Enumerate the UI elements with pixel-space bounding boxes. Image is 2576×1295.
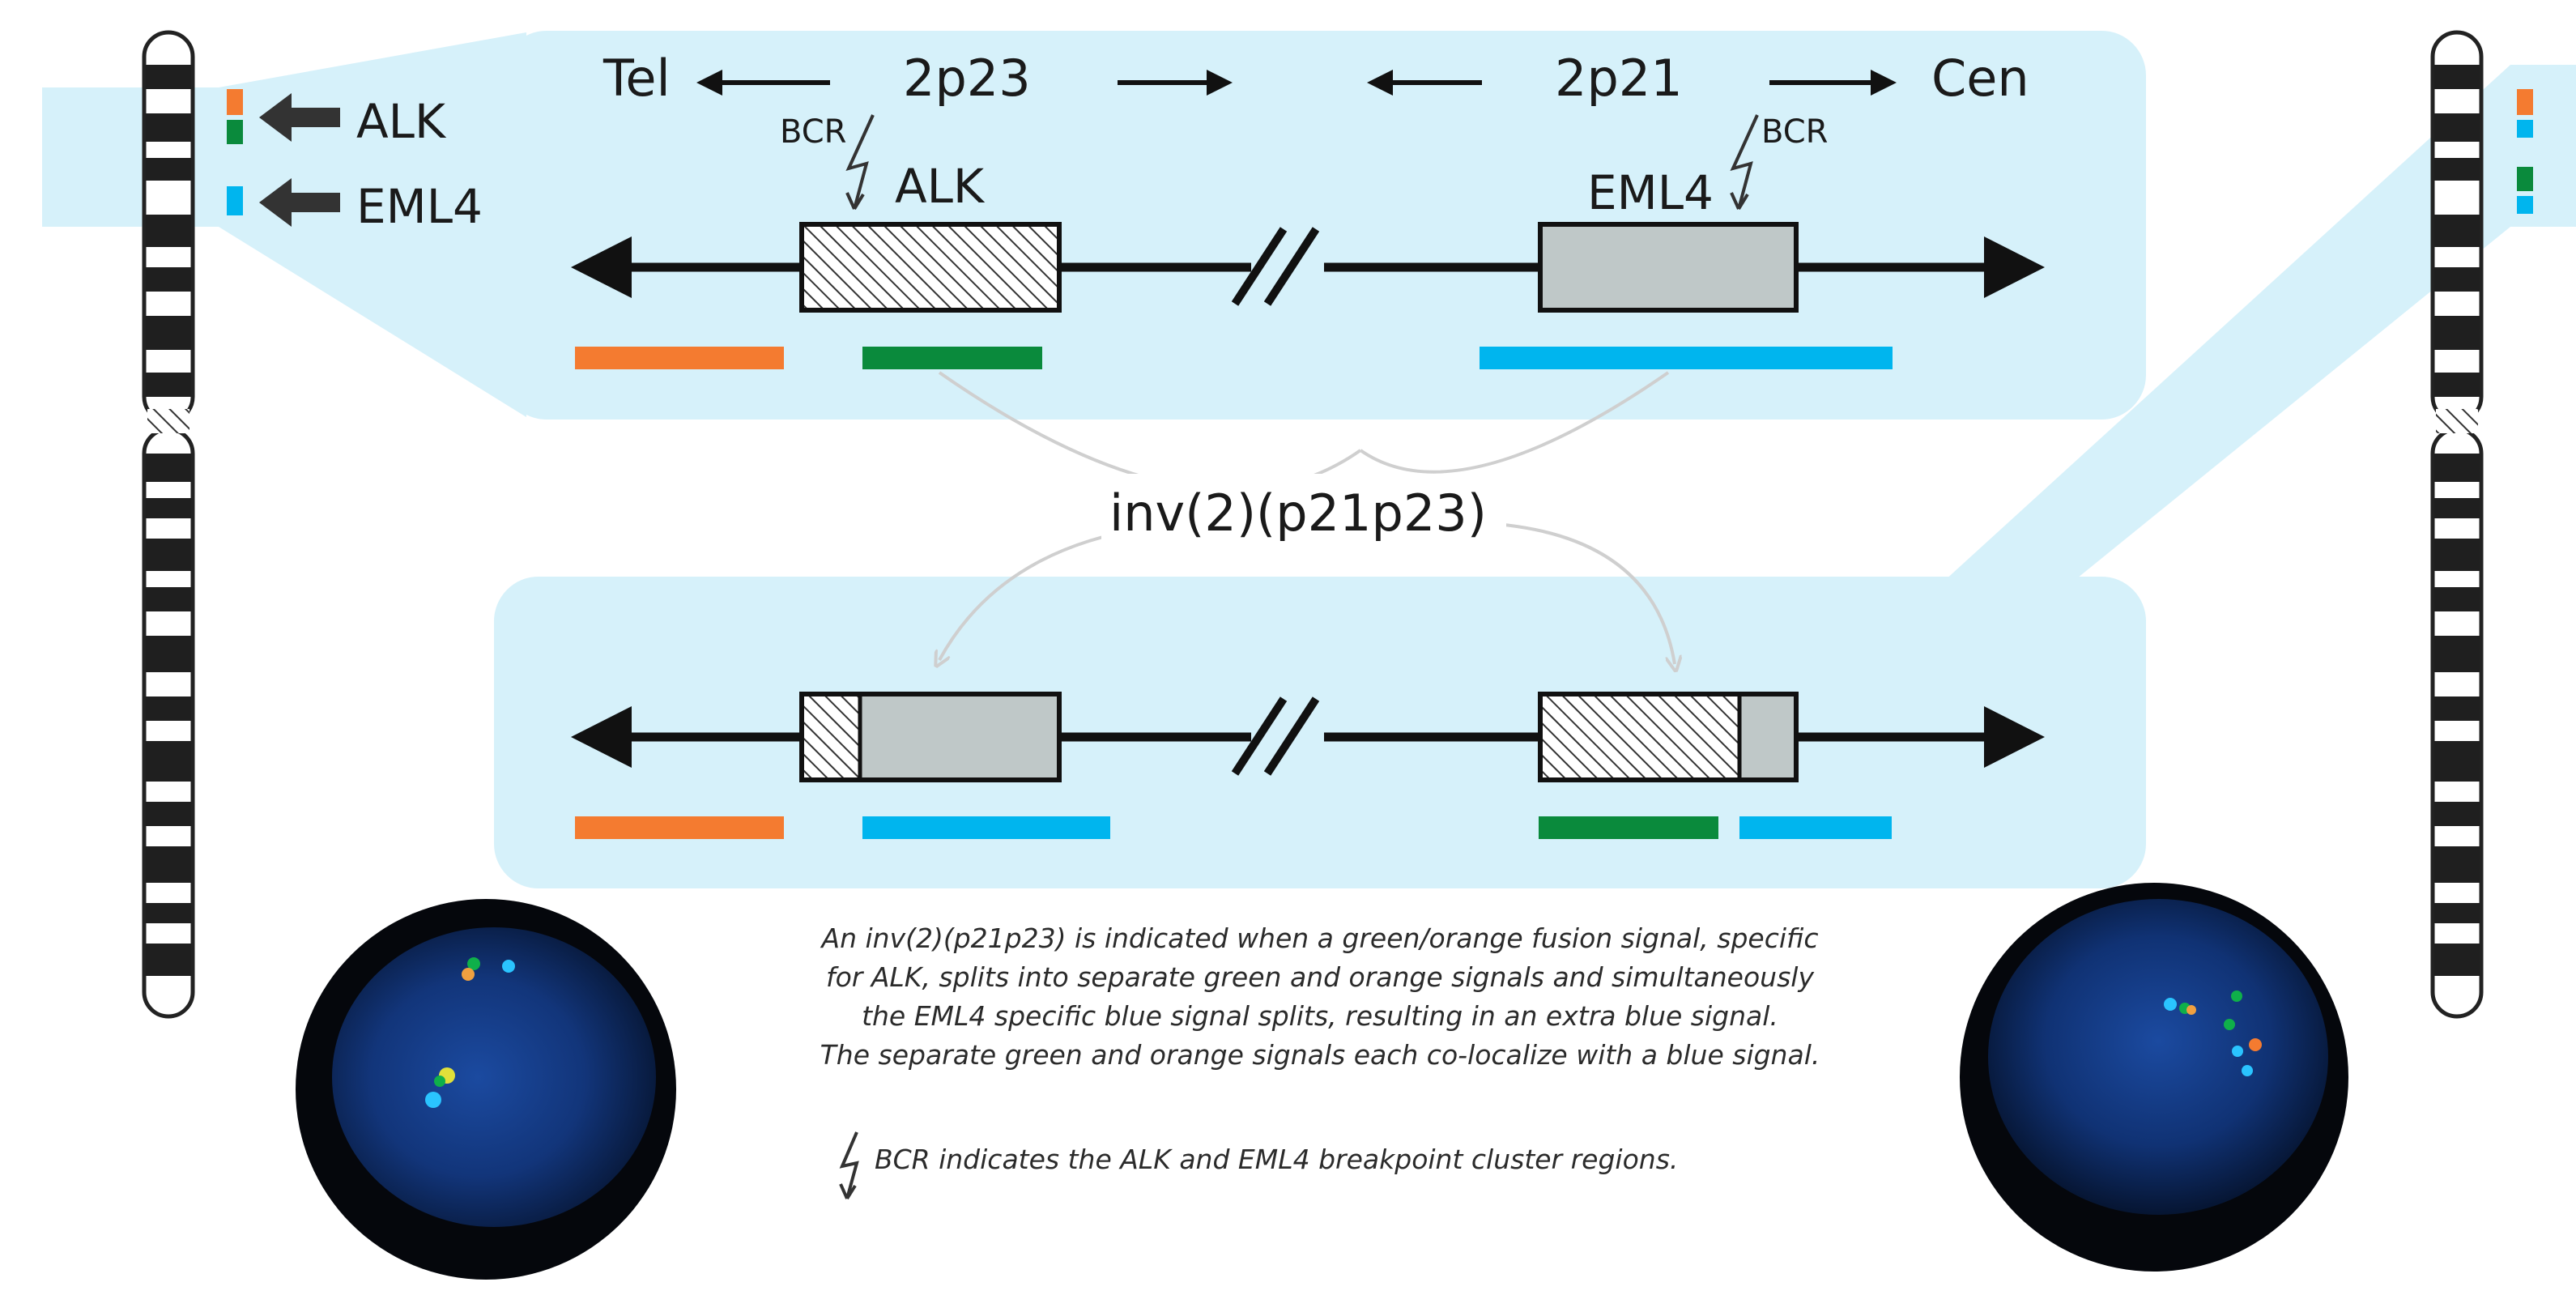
probe-blue <box>862 816 1110 839</box>
gene-label-alk: ALK <box>895 159 986 214</box>
fish-image-normal <box>296 899 676 1280</box>
bcr-label-right: BCR <box>1761 113 1828 151</box>
bcr-note: BCR indicates the ALK and EML4 breakpoin… <box>875 1144 1679 1175</box>
gene-alk-box <box>799 222 1062 313</box>
fusion-box-left <box>799 692 1062 782</box>
chrom-label-alk: ALK <box>356 94 447 149</box>
gene-label-eml4: EML4 <box>1587 165 1714 220</box>
chrom-signal-blue <box>227 186 243 215</box>
chrom-signal-orange <box>2517 89 2533 115</box>
caption: An inv(2)(p21p23) is indicated when a gr… <box>664 919 1976 1075</box>
caption-line: An inv(2)(p21p23) is indicated when a gr… <box>821 922 1819 954</box>
left-chromosome: ALK EML4 <box>142 30 483 1019</box>
caption-line: the EML4 specific blue signal splits, re… <box>862 1000 1778 1032</box>
label-2p21: 2p21 <box>1555 49 1683 108</box>
label-2p23: 2p23 <box>903 49 1031 108</box>
lightning-bolt-icon <box>1730 114 1759 211</box>
right-chromosome <box>2430 30 2533 1019</box>
bottom-panel <box>494 577 2146 888</box>
probe-green <box>862 347 1042 369</box>
lightning-bolt-icon <box>839 1131 859 1200</box>
chrom-signal-blue <box>2517 196 2533 214</box>
chrom-signal-blue <box>2517 120 2533 138</box>
label-cen: Cen <box>1931 49 2029 108</box>
caption-line: for ALK, splits into separate green and … <box>825 961 1814 993</box>
fish-image-inversion <box>1960 883 2348 1272</box>
probe-blue <box>1480 347 1893 369</box>
arrow-left-icon <box>259 178 340 227</box>
probe-blue <box>1739 816 1892 839</box>
chrom-label-eml4: EML4 <box>356 179 483 234</box>
chrom-signal-orange <box>227 89 243 115</box>
chrom-signal-green <box>227 120 243 144</box>
zoom-panels <box>42 31 2576 888</box>
right-zoom-wedge <box>1944 65 2576 581</box>
probe-orange <box>575 816 784 839</box>
probe-green <box>1539 816 1718 839</box>
caption-line: The separate green and orange signals ea… <box>820 1039 1820 1071</box>
top-panel-contents: Tel 2p23 2p21 Cen ALK EML4 BCR BCR <box>571 49 2045 369</box>
arrow-left-icon <box>259 93 340 142</box>
fusion-box-right <box>1538 692 1799 782</box>
bottom-panel-contents <box>571 692 2045 839</box>
gene-eml4-box <box>1538 222 1799 313</box>
inversion-label: inv(2)(p21p23) <box>1109 483 1487 543</box>
probe-orange <box>575 347 784 369</box>
bcr-label-left: BCR <box>780 113 846 151</box>
lightning-bolt-icon <box>845 114 875 211</box>
label-tel: Tel <box>602 49 671 108</box>
top-panel <box>502 31 2146 420</box>
chrom-signal-green <box>2517 167 2533 191</box>
